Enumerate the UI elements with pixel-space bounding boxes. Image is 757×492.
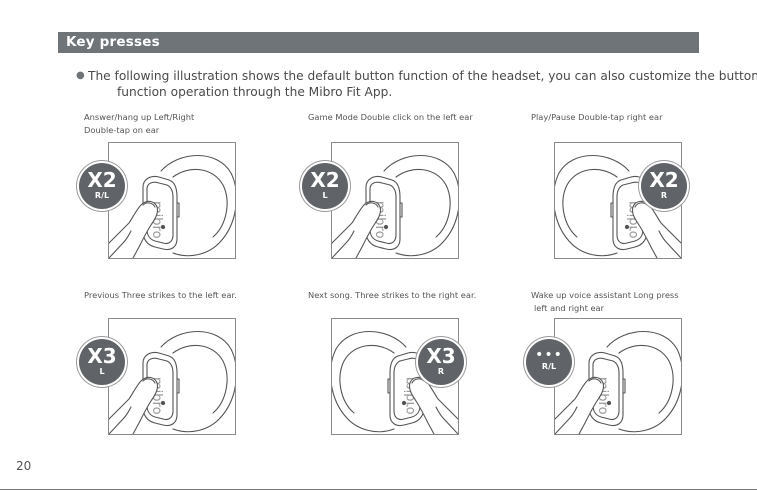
press-count-badge-answer: X2 R/L <box>79 163 125 209</box>
earbud-illustration: mibro <box>555 330 681 434</box>
illustration-game: mibro <box>331 142 459 259</box>
caption-previous: Previous Three strikes to the left ear. <box>84 290 237 300</box>
badge-count: X2 <box>310 168 340 192</box>
long-press-dots-icon: ••• <box>535 347 563 363</box>
earbud-illustration: mibro <box>109 154 235 258</box>
caption-play: Play/Pause Double-tap right ear <box>531 112 663 122</box>
bullet-icon: ● <box>76 70 85 81</box>
caption-wake-line-2: left and right ear <box>534 303 605 313</box>
caption-answer: Answer/hang up Left/Right Double-tap on … <box>84 111 194 137</box>
badge-side: R/L <box>541 362 557 371</box>
press-count-badge-wake: ••• R/L <box>526 339 572 385</box>
bottom-rule <box>0 489 757 490</box>
intro-line-1: The following illustration shows the def… <box>88 69 757 83</box>
earbud-illustration: mibro <box>332 154 458 258</box>
earbud-illustration: mibro <box>555 154 681 258</box>
earbud-illustration: mibro <box>109 330 235 434</box>
badge-count: X2 <box>87 168 117 192</box>
press-count-badge-previous: X3 L <box>79 339 125 385</box>
badge-side: L <box>322 191 328 200</box>
section-header: Key presses <box>58 32 699 53</box>
badge-side: R/L <box>94 191 110 200</box>
badge-side: R <box>437 367 445 376</box>
illustration-answer: mibro <box>108 142 236 259</box>
press-count-badge-play: X2 R <box>641 163 687 209</box>
section-title: Key presses <box>66 34 160 50</box>
caption-wake: Wake up voice assistant Long press left … <box>531 289 679 315</box>
illustration-wake: mibro <box>554 318 682 435</box>
caption-next: Next song. Three strikes to the right ea… <box>308 290 477 300</box>
press-count-badge-game: X2 L <box>302 163 348 209</box>
caption-wake-line-1: Wake up voice assistant Long press <box>531 290 679 300</box>
badge-side: L <box>99 367 105 376</box>
press-count-badge-next: X3 R <box>418 339 464 385</box>
intro-line-2: function operation through the Mibro Fit… <box>117 85 393 99</box>
badge-count: X2 <box>649 168 679 192</box>
caption-game: Game Mode Double click on the left ear <box>308 112 473 122</box>
badge-side: R <box>660 191 668 200</box>
badge-count: X3 <box>87 344 117 368</box>
caption-answer-line-2: Double-tap on ear <box>84 125 160 135</box>
badge-count: X3 <box>426 344 456 368</box>
caption-answer-line-1: Answer/hang up Left/Right <box>84 112 195 122</box>
page-number: 20 <box>16 459 32 473</box>
illustration-previous: mibro <box>108 318 236 435</box>
earbud-illustration: mibro <box>332 330 458 434</box>
